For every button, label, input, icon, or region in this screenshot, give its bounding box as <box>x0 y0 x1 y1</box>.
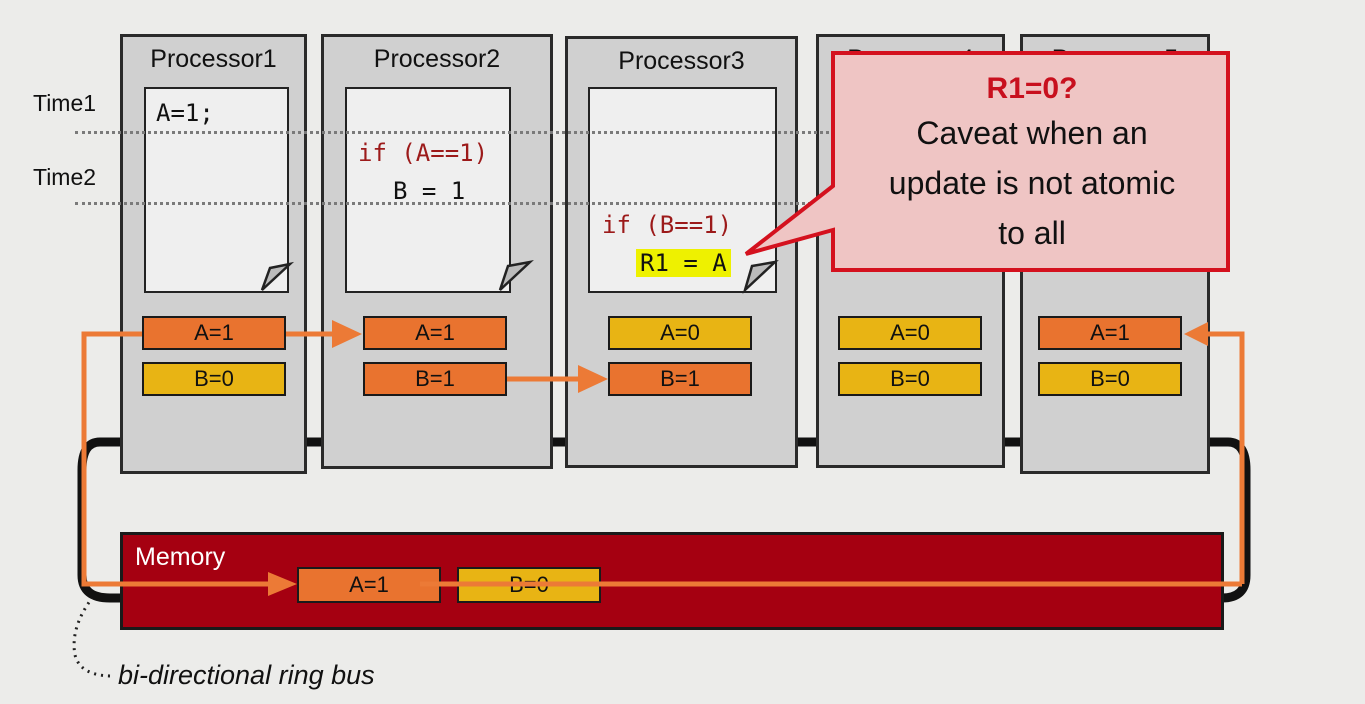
code-line: if (B==1) <box>602 211 733 239</box>
callout-line: to all <box>998 215 1066 251</box>
callout-bubble <box>744 51 1230 272</box>
time2-line <box>75 202 835 205</box>
page-fold <box>498 260 534 291</box>
callout-line: update is not atomic <box>888 165 1176 201</box>
cache-cell: A=0 <box>838 316 982 350</box>
time1-line <box>75 131 835 134</box>
code-page: if (B==1) R1 = A <box>588 87 777 293</box>
processor-1: Processor1 A=1; <box>120 34 307 474</box>
code-line: A=1; <box>156 99 214 127</box>
cache-cell: B=1 <box>363 362 507 396</box>
callout-body: Caveat when an update is not atomic to a… <box>838 108 1226 258</box>
code-page: if (A==1) B = 1 <box>345 87 511 293</box>
cache-cell: B=0 <box>838 362 982 396</box>
callout-line: Caveat when an <box>916 115 1148 151</box>
page-fold <box>742 260 779 295</box>
cache-cell: A=0 <box>608 316 752 350</box>
callout: R1=0? Caveat when an update is not atomi… <box>838 58 1226 258</box>
page-fold <box>260 261 295 291</box>
processor-2: Processor2 if (A==1) B = 1 <box>321 34 553 469</box>
ring-bus-caption: bi-directional ring bus <box>118 660 375 690</box>
cache-cell: B=1 <box>608 362 752 396</box>
memory-label: Memory <box>135 543 226 571</box>
cache-cell: A=1 <box>363 316 507 350</box>
code-page: A=1; <box>144 87 289 293</box>
cache-cell: A=1 <box>142 316 286 350</box>
cache-cell: B=0 <box>1038 362 1182 396</box>
time1-label: Time1 <box>33 90 97 116</box>
processor-title: Processor1 <box>150 45 277 73</box>
processor-title: Processor2 <box>373 45 501 73</box>
code-line: if (A==1) <box>358 139 489 167</box>
cache-cell: A=1 <box>1038 316 1182 350</box>
callout-title: R1=0? <box>986 72 1078 105</box>
processor-title: Processor3 <box>618 47 745 75</box>
highlighted-code-line: R1 = A <box>636 249 731 277</box>
time2-label: Time2 <box>33 164 97 190</box>
code-line: B = 1 <box>393 177 466 205</box>
cache-cell: B=0 <box>142 362 286 396</box>
